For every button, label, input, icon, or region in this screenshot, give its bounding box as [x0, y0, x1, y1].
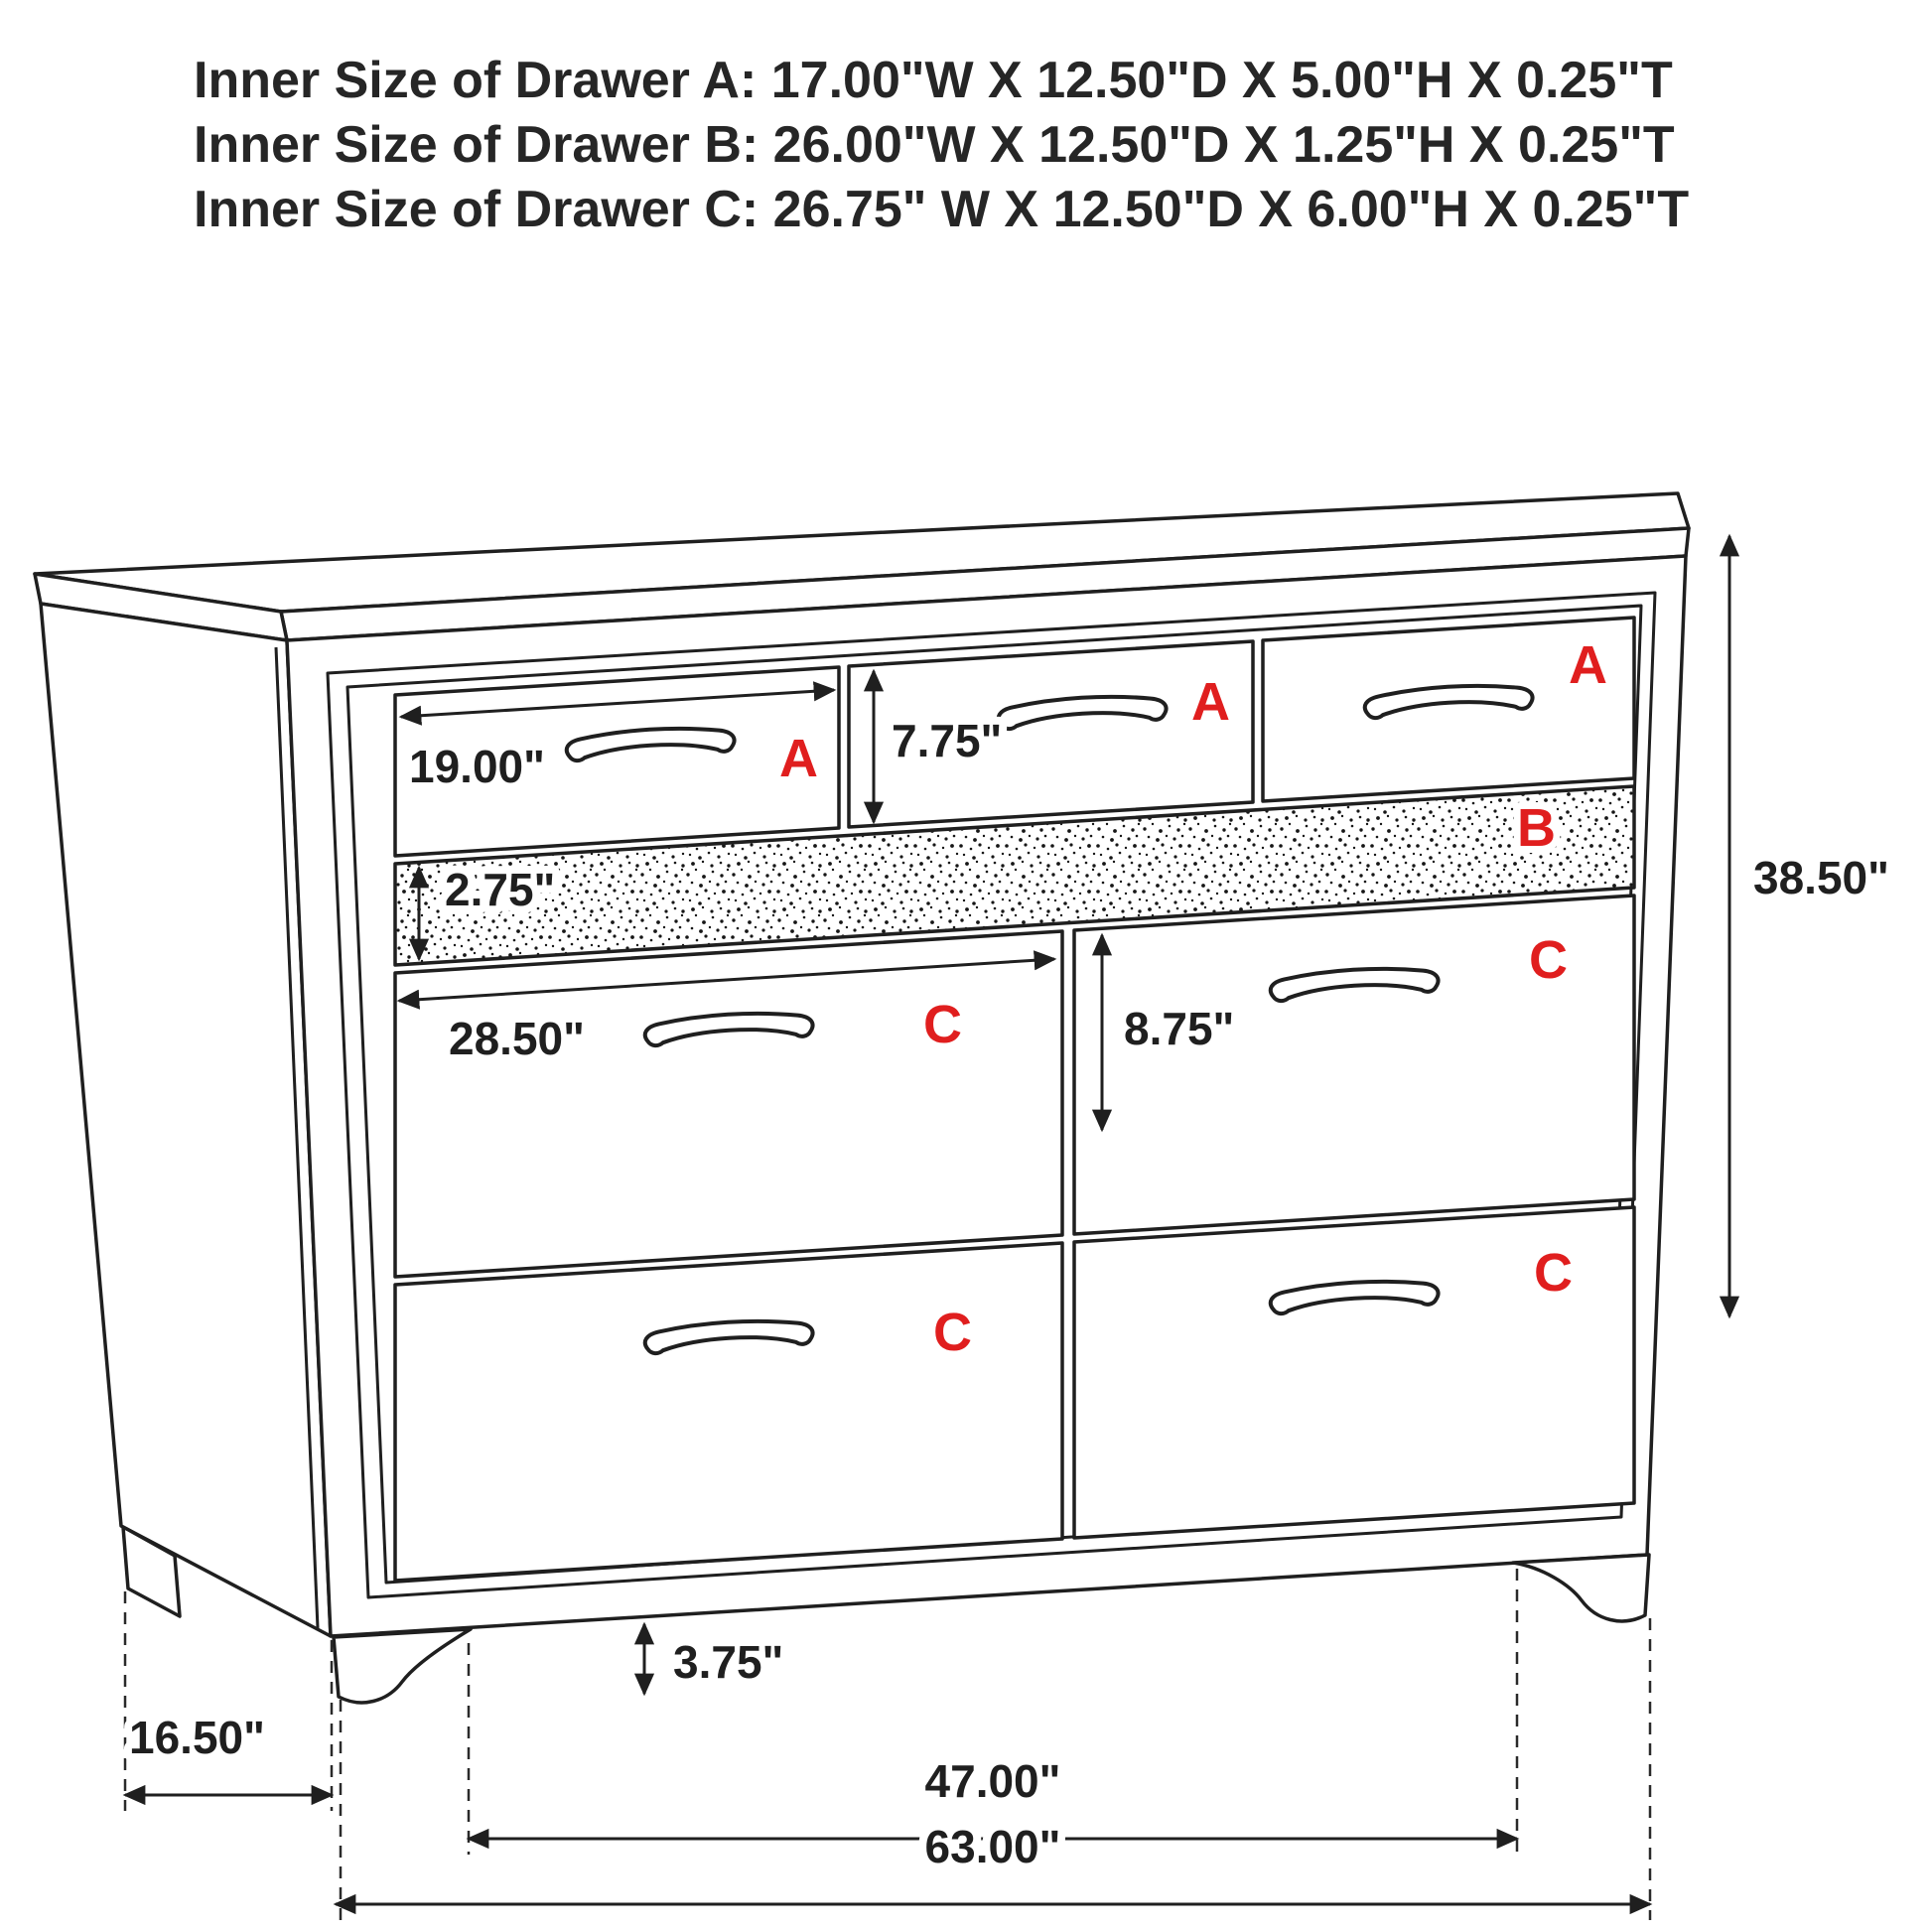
dim-label-drawer-a-width: 19.00" — [409, 741, 545, 792]
spec-line-drawer-c: Inner Size of Drawer C: 26.75" W X 12.50… — [194, 181, 1689, 238]
dim-label-drawer-c-height: 8.75" — [1124, 1003, 1234, 1054]
dim-label-drawer-a-height: 7.75" — [892, 715, 1002, 766]
spec-line-drawer-b: Inner Size of Drawer B: 26.00"W X 12.50"… — [194, 116, 1675, 174]
drawer-c-bottom-left-label: C — [933, 1303, 972, 1362]
dim-arrow-drawer-a-width — [398, 681, 837, 726]
dresser-drawing — [33, 491, 1691, 1705]
spec-line-drawer-a: Inner Size of Drawer A: 17.00"W X 12.50"… — [194, 52, 1673, 109]
drawer-a3 — [1261, 616, 1636, 803]
dresser-side-panel — [39, 602, 333, 1638]
drawer-frame-outer-line — [326, 591, 1657, 1599]
dim-label-side-depth: 16.50" — [129, 1712, 265, 1763]
dimension-annotations: 19.00" 7.75" 2.75" 28.50" 8.75" 38.50" 3… — [121, 533, 1897, 1920]
drawer-a2 — [847, 639, 1255, 829]
dim-label-drawer-c-width: 28.50" — [449, 1013, 585, 1064]
dim-label-drawer-b-height: 2.75" — [445, 864, 555, 915]
drawer-b-label: B — [1517, 798, 1556, 858]
dim-label-total-width: 63.00" — [925, 1821, 1061, 1872]
dim-arrow-drawer-c-width — [396, 950, 1057, 1010]
front-right-leg — [1511, 1553, 1651, 1623]
spec-header: Inner Size of Drawer A: 17.00"W X 12.50"… — [194, 52, 1689, 238]
drawer-letter-labels: A A A B C C C C — [772, 628, 1614, 1369]
dim-label-leg-height: 3.75" — [673, 1636, 783, 1688]
drawer-c-top-right-label: C — [1529, 930, 1568, 990]
drawer-b-speckled-band — [393, 784, 1636, 967]
drawer-a2-label: A — [1191, 672, 1230, 732]
drawer-c-top-left — [393, 929, 1064, 1279]
dim-label-leg-clearance-width: 47.00" — [925, 1755, 1061, 1807]
drawer-c-bottom-left — [393, 1241, 1064, 1583]
back-left-foot — [121, 1525, 182, 1618]
dim-label-total-height: 38.50" — [1753, 852, 1889, 903]
drawer-c-bottom-right — [1072, 1205, 1636, 1540]
drawer-c-top-right — [1072, 894, 1636, 1236]
side-panel-stile-line — [274, 646, 320, 1629]
drawer-a1-label: A — [779, 729, 818, 788]
front-left-leg — [332, 1627, 473, 1705]
drawer-c-top-left-label: C — [923, 995, 962, 1054]
drawer-c-bottom-right-label: C — [1534, 1243, 1573, 1303]
drawer-a3-label: A — [1569, 635, 1607, 695]
